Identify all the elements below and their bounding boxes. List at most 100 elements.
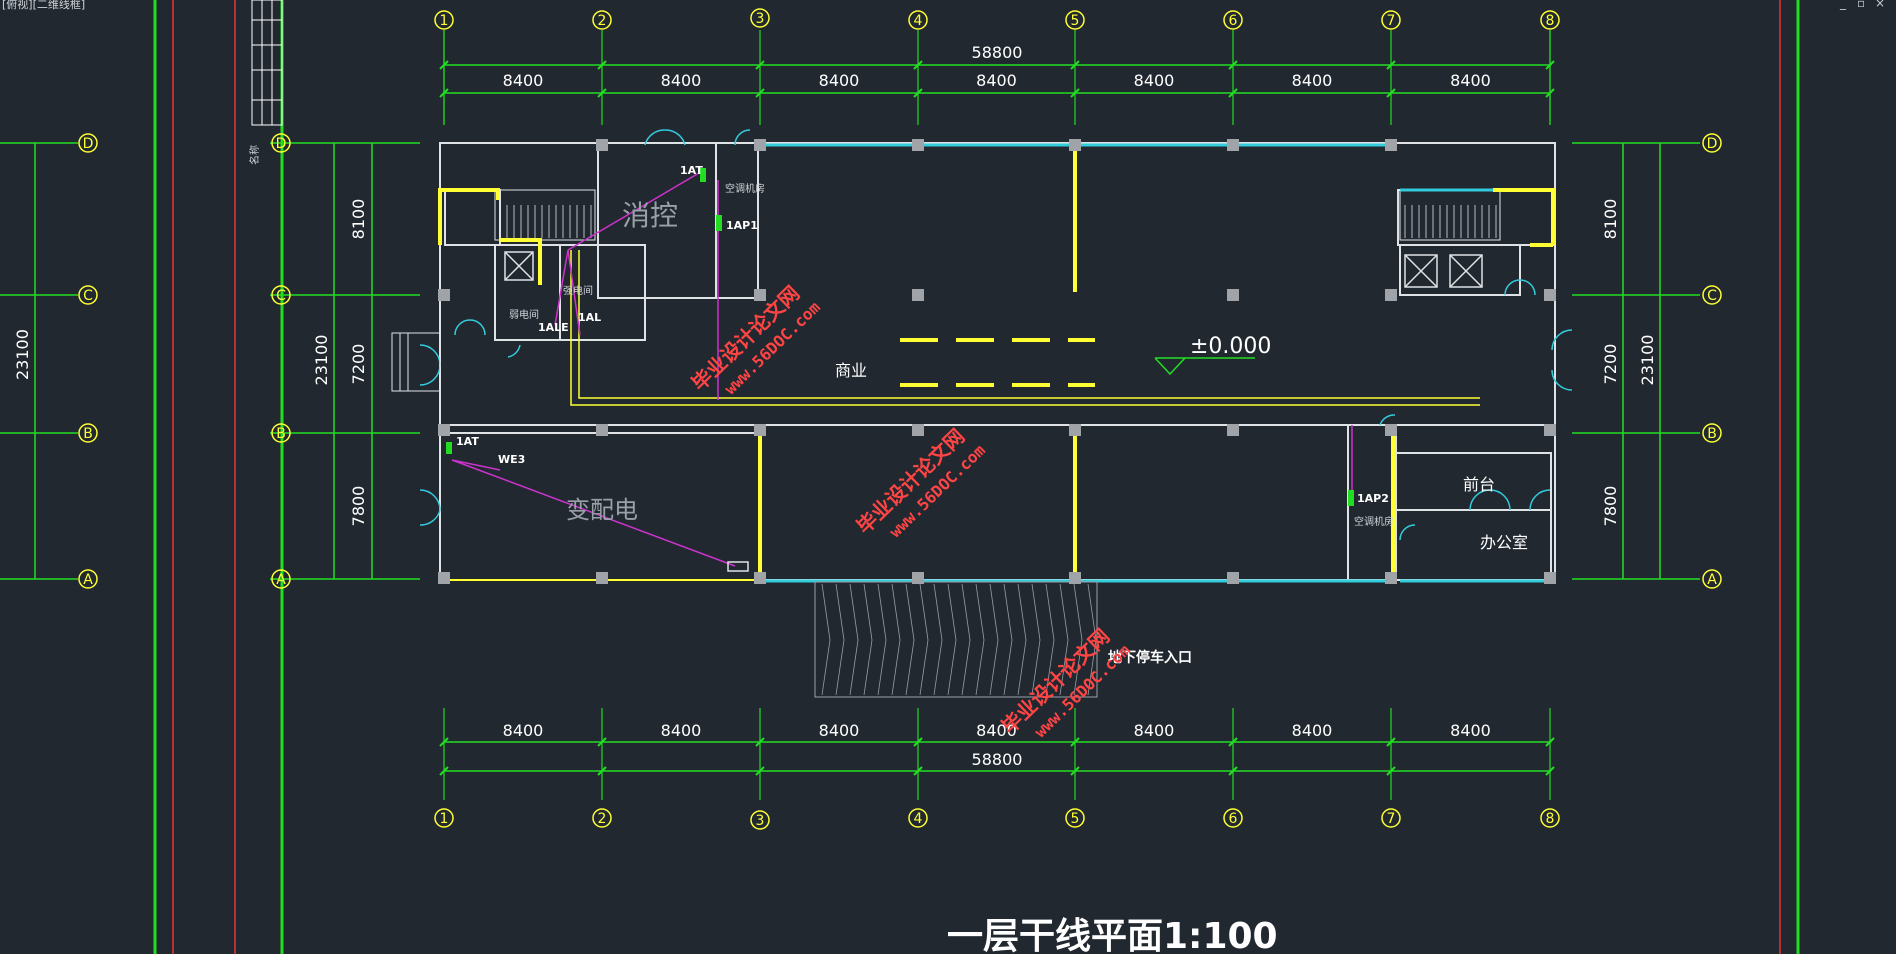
dim-tick bbox=[597, 766, 607, 776]
col-label-top-7: 7 bbox=[1387, 13, 1396, 29]
column-18 bbox=[1385, 572, 1397, 584]
col-label-top-8: 8 bbox=[1546, 13, 1555, 29]
row-bubble-far-left-C bbox=[78, 285, 98, 305]
room-office: 办公室 bbox=[1480, 533, 1528, 552]
ramp-hatch-line bbox=[1073, 583, 1083, 696]
row-dim-left-2: 7200 bbox=[349, 344, 368, 385]
column-6 bbox=[912, 289, 924, 301]
dim-tick bbox=[1228, 60, 1238, 70]
room-reception: 前台 bbox=[1463, 475, 1495, 494]
column-8 bbox=[1385, 289, 1397, 301]
col-bubble-top-6 bbox=[1223, 10, 1243, 30]
row-bubble-far-left-D bbox=[78, 133, 98, 153]
col-label-bottom-3: 3 bbox=[756, 813, 765, 829]
minimize-button[interactable]: _ bbox=[1840, 0, 1846, 10]
col-label-bottom-8: 8 bbox=[1546, 811, 1555, 827]
dim-tick bbox=[913, 737, 923, 747]
dim-tick bbox=[1545, 766, 1555, 776]
row-label-left-A: A bbox=[276, 572, 286, 588]
bay-dimensions: 8400840084008400840084008400840084008400… bbox=[503, 71, 1491, 740]
dim-tick bbox=[439, 737, 449, 747]
left-partial-axes: 23100 bbox=[0, 142, 78, 580]
ramp-hatch-line bbox=[975, 583, 985, 696]
col-bubble-top-4 bbox=[908, 10, 928, 30]
room-substation: 变配电 bbox=[566, 496, 638, 524]
dim-tick bbox=[913, 60, 923, 70]
row-label-left-C: C bbox=[276, 288, 286, 304]
parking-ramp bbox=[814, 581, 1098, 698]
row-bubble-left-C bbox=[271, 285, 291, 305]
viewport-label[interactable]: [俯视][二维线框] bbox=[2, 0, 86, 11]
dim-tick bbox=[755, 737, 765, 747]
row-dim-right-2: 7200 bbox=[1601, 344, 1620, 385]
bay-dim-bottom-7: 8400 bbox=[1450, 721, 1491, 740]
col-bubble-top-2 bbox=[592, 10, 612, 30]
side-label: 名称 bbox=[248, 145, 261, 165]
column-1 bbox=[912, 139, 924, 151]
room-fire-control: 消控 bbox=[622, 199, 678, 232]
col-label-top-2: 2 bbox=[598, 13, 607, 29]
column-13 bbox=[1385, 424, 1397, 436]
row-bubble-far-left-A bbox=[78, 569, 98, 589]
row-bubble-far-left-B bbox=[78, 423, 98, 443]
stair-left bbox=[494, 189, 596, 241]
close-button[interactable]: × bbox=[1875, 0, 1886, 10]
tag-1at-left: 1AT bbox=[456, 435, 479, 448]
col-label-bottom-1: 1 bbox=[440, 811, 449, 827]
dim-tick bbox=[1545, 737, 1555, 747]
ramp-hatch-line bbox=[989, 583, 999, 696]
elevation-mark: ±0.000 bbox=[1154, 334, 1271, 376]
column-grid-lines bbox=[439, 30, 1555, 800]
col-bubble-top-5 bbox=[1065, 10, 1085, 30]
ramp-hatch-line bbox=[1059, 583, 1069, 696]
col-label-bottom-4: 4 bbox=[914, 811, 923, 827]
column-24 bbox=[1544, 289, 1556, 301]
ramp-hatch-line bbox=[1003, 583, 1013, 696]
column-19 bbox=[438, 289, 450, 301]
bay-dim-top-3: 8400 bbox=[819, 71, 860, 90]
col-bubble-bottom-6 bbox=[1223, 808, 1243, 828]
bay-dim-top-5: 8400 bbox=[1134, 71, 1175, 90]
col-bubble-bottom-5 bbox=[1065, 808, 1085, 828]
column-7 bbox=[1227, 289, 1239, 301]
column-23 bbox=[438, 572, 450, 584]
room-ac-2: 空调机房 bbox=[1354, 515, 1394, 528]
dim-tick bbox=[597, 60, 607, 70]
col-label-top-3: 3 bbox=[756, 11, 765, 27]
dim-tick bbox=[1070, 737, 1080, 747]
tag-we3: WE3 bbox=[498, 453, 525, 466]
row-label-far-left-C: C bbox=[83, 288, 93, 304]
dim-tick bbox=[1386, 88, 1396, 98]
dim-tick bbox=[1228, 766, 1238, 776]
ramp-hatch-line bbox=[905, 583, 915, 696]
watermark-2: 毕业设计论文网 www.56DOC.com bbox=[852, 424, 989, 541]
ramp-hatch-line bbox=[947, 583, 957, 696]
col-bubble-top-3 bbox=[750, 8, 770, 28]
column-4 bbox=[1385, 139, 1397, 151]
bay-dim-bottom-4: 8400 bbox=[976, 721, 1017, 740]
bay-dim-top-4: 8400 bbox=[976, 71, 1017, 90]
restore-button[interactable]: ▫ bbox=[1857, 0, 1866, 10]
row-label-left-D: D bbox=[276, 136, 287, 152]
dim-tick bbox=[1386, 766, 1396, 776]
depth-dim-right: 23100 bbox=[1638, 335, 1657, 386]
bay-dim-bottom-1: 8400 bbox=[503, 721, 544, 740]
tag-1ale: 1ALE bbox=[538, 321, 569, 334]
col-label-top-1: 1 bbox=[440, 13, 449, 29]
col-label-top-6: 6 bbox=[1229, 13, 1238, 29]
ramp-hatch-line bbox=[933, 583, 943, 696]
bay-dim-top-1: 8400 bbox=[503, 71, 544, 90]
row-dim-right-1: 8100 bbox=[1601, 199, 1620, 240]
ramp-hatch-line bbox=[821, 583, 831, 696]
col-bubble-bottom-8 bbox=[1540, 808, 1560, 828]
dim-tick bbox=[1545, 88, 1555, 98]
col-label-bottom-5: 5 bbox=[1071, 811, 1080, 827]
ramp-hatch-line bbox=[863, 583, 873, 696]
dim-tick bbox=[439, 88, 449, 98]
row-label-left-B: B bbox=[276, 426, 286, 442]
row-bubble-left-B bbox=[271, 423, 291, 443]
col-bubble-top-8 bbox=[1540, 10, 1560, 30]
tag-1at-top: 1AT bbox=[680, 164, 703, 177]
cable-tray bbox=[570, 250, 1480, 406]
